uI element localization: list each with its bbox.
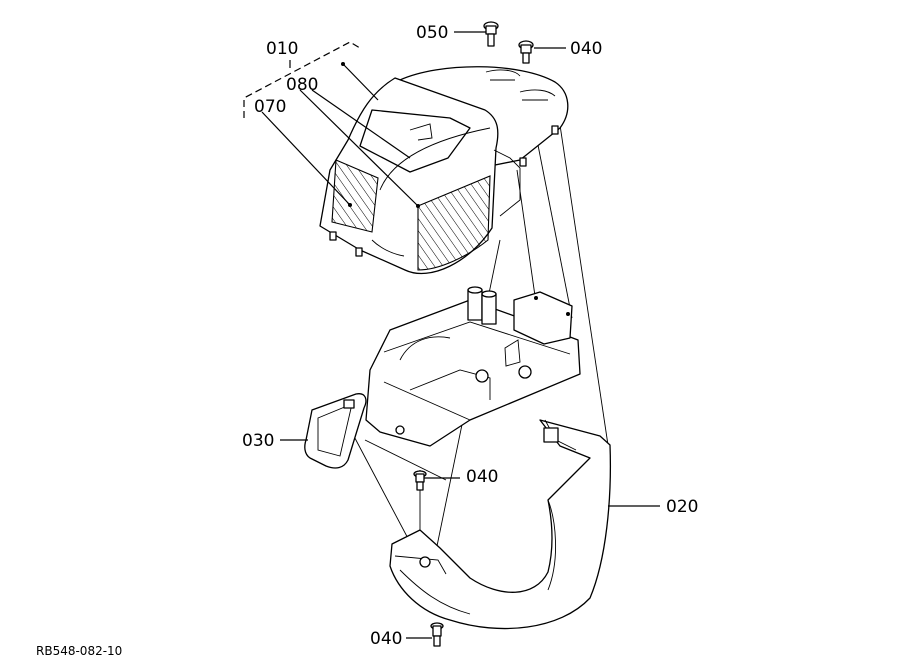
- callout-010: 010: [266, 39, 298, 59]
- callout-040-bottom: 040: [370, 629, 402, 649]
- callout-020: 020: [666, 497, 698, 517]
- bracket-assembly: [365, 286, 581, 447]
- callout-080: 080: [286, 75, 318, 95]
- callout-050: 050: [416, 23, 448, 43]
- bolt-040-middle-icon: [413, 470, 427, 491]
- callout-070: 070: [254, 97, 286, 117]
- bolt-040-top-icon: [518, 40, 534, 64]
- bolt-050-icon: [483, 21, 499, 47]
- side-cover-part-030: [304, 393, 367, 469]
- drawing-id: RB548-082-10: [36, 644, 122, 658]
- bolt-040-bottom-icon: [430, 622, 444, 647]
- callout-040-top: 040: [570, 39, 602, 59]
- callout-040-middle: 040: [466, 467, 498, 487]
- upper-cover-part-010: [319, 66, 569, 275]
- lower-cover-part-020: [389, 419, 611, 630]
- callout-030: 030: [242, 431, 274, 451]
- leader-lines: [243, 31, 660, 639]
